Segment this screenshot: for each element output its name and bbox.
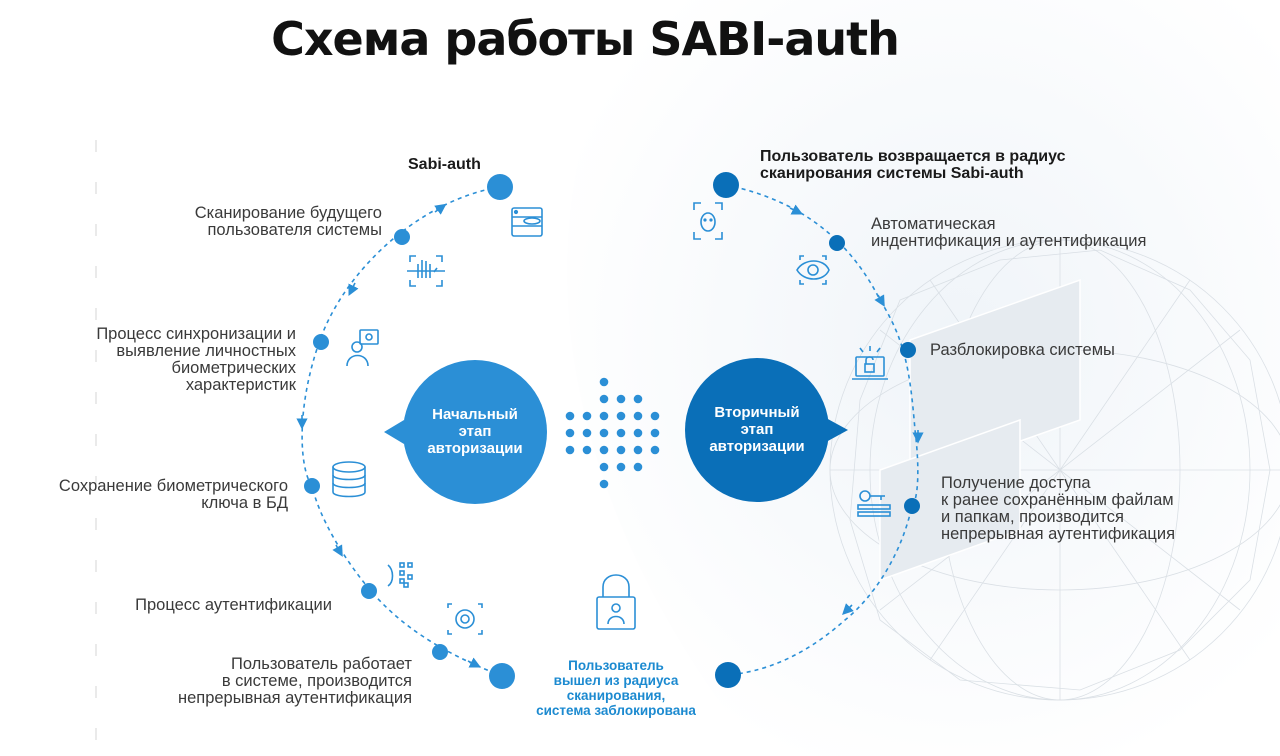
initial-stage-circle [384, 360, 547, 504]
background-decor [567, 0, 1280, 756]
secondary-stage-circle [685, 358, 848, 502]
face-scan-icon [693, 202, 723, 240]
server-database-icon [511, 207, 543, 237]
left-top-label: Sabi-auth [408, 156, 481, 173]
key-files-icon [857, 490, 891, 517]
hand-scan-icon [407, 255, 445, 287]
step-auto-identification-label: Автоматическая индентификация и аутентиф… [871, 215, 1147, 250]
page-title: Схема работы SABI-auth [271, 12, 900, 66]
eye-scan-icon [796, 255, 830, 285]
secondary-stage-label: Вторичный этап авторизации [709, 404, 805, 455]
step-continuous-label: Пользователь работает в системе, произво… [177, 655, 412, 707]
step-sync-label: Процесс синхронизации и выявление личнос… [96, 325, 296, 394]
step-scanning-label: Сканирование будущего пользователя систе… [194, 204, 382, 239]
dotted-transfer-arrow [565, 377, 660, 489]
right-cycle-path [725, 184, 919, 676]
left-cycle-path [301, 186, 503, 677]
step-authentication-label: Процесс аутентификации [135, 596, 332, 614]
step-save-key-label: Сохранение биометрического ключа в БД [58, 477, 288, 512]
user-id-icon [346, 329, 379, 367]
database-icon [332, 461, 366, 498]
fingerprint-qr-icon [387, 562, 413, 588]
step-unlock-label: Разблокировка системы [930, 341, 1115, 359]
cycle-arrows [296, 203, 924, 668]
right-top-label: Пользователь возвращается в радиус скани… [760, 148, 1066, 182]
unlocked-laptop-icon [852, 346, 888, 380]
locked-user-icon [596, 574, 636, 630]
initial-stage-label: Начальный этап авторизации [427, 406, 523, 457]
cycle-nodes [304, 172, 920, 689]
step-access-files-label: Получение доступа к ранее сохранённым фа… [941, 474, 1176, 543]
locked-status-label: Пользователь вышел из радиуса сканирован… [536, 658, 696, 718]
gear-scan-icon [447, 603, 483, 635]
